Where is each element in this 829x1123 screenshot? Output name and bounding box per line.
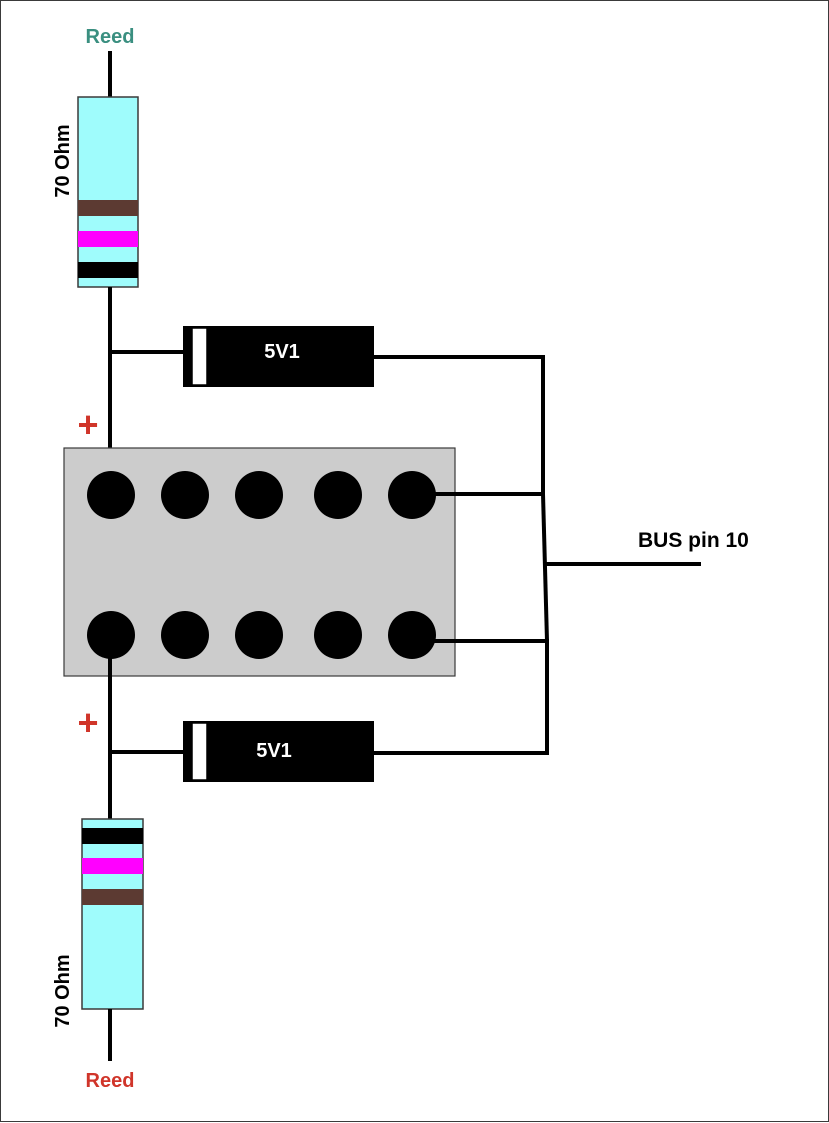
reed-bottom-label: Reed: [86, 1070, 135, 1092]
resistor-bottom-body: [81, 818, 144, 1010]
wire-bus-junction: [541, 493, 549, 642]
pin-bottom-3: [235, 611, 283, 659]
resistor-top-band-black: [78, 262, 138, 278]
resistor-top-body: [77, 96, 139, 288]
resistor-bottom: [81, 818, 144, 1010]
diode-top: [183, 326, 374, 387]
diode-top-body: [183, 326, 374, 387]
diode-bottom-label: 5V1: [256, 740, 292, 762]
wire-diode-bottom-to-bus: [374, 639, 549, 755]
bus-pin-label: BUS pin 10: [638, 529, 749, 552]
resistor-bottom-band-brown: [82, 889, 143, 905]
resistor-top: [77, 96, 139, 288]
diode-top-label: 5V1: [264, 341, 300, 363]
diode-bottom-body: [183, 721, 374, 782]
resistor-top-band-magenta: [78, 231, 138, 247]
wire-diode-top-to-bus: [374, 355, 545, 496]
pin-top-3: [235, 471, 283, 519]
resistor-bottom-band-magenta: [82, 858, 143, 874]
pin-bottom-4: [314, 611, 362, 659]
resistor-top-value: 70 Ohm: [52, 124, 74, 197]
pin-top-4: [314, 471, 362, 519]
diode-bottom-cathode-band: [191, 722, 208, 781]
diode-bottom: [183, 721, 374, 782]
plus-top: +: [77, 404, 98, 445]
resistor-bottom-band-black: [82, 828, 143, 844]
resistor-bottom-value: 70 Ohm: [52, 954, 74, 1027]
pin-top-1: [87, 471, 135, 519]
pin-bottom-5: [388, 611, 436, 659]
diode-top-cathode-band: [191, 327, 208, 386]
pin-top-2: [161, 471, 209, 519]
resistor-top-band-brown: [78, 200, 138, 216]
plus-bottom: +: [77, 702, 98, 743]
reed-top-label: Reed: [86, 26, 135, 48]
pin-bottom-2: [161, 611, 209, 659]
